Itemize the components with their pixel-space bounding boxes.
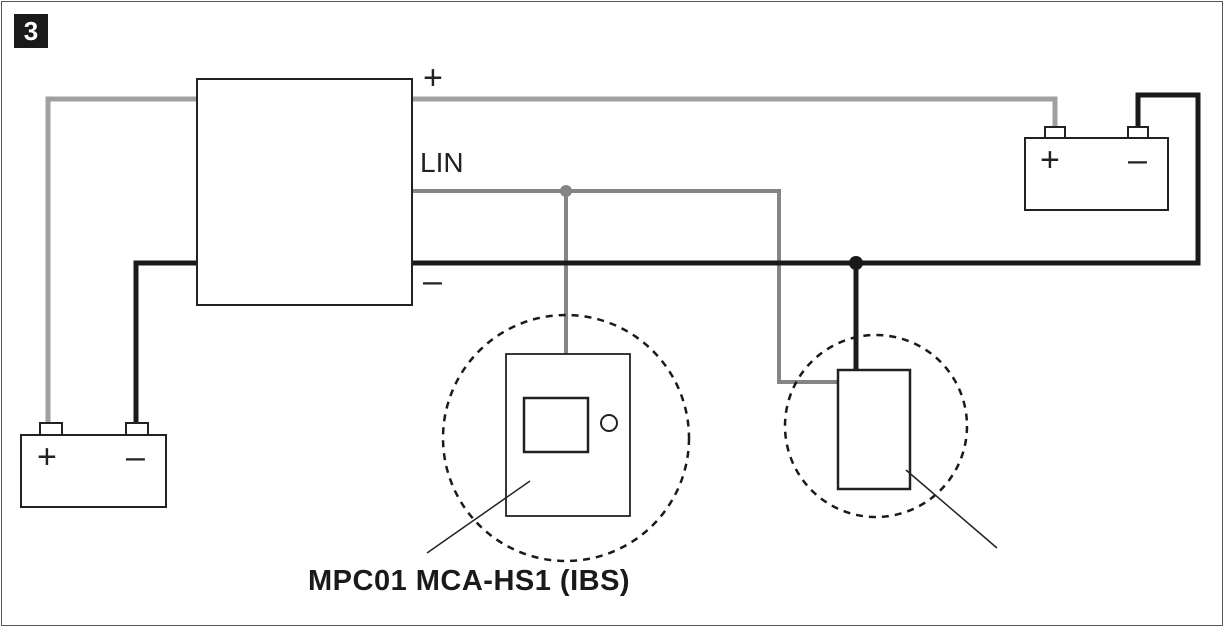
control-panel-display xyxy=(522,396,590,454)
battery-sensor xyxy=(783,333,998,549)
positive-wire-right xyxy=(412,96,1058,129)
battery-sensor-body xyxy=(836,368,912,491)
positive-wires xyxy=(45,96,1058,425)
negative-wire-main xyxy=(412,92,1201,266)
left-battery-minus-label: – xyxy=(126,438,145,476)
negative-wires xyxy=(133,92,1201,425)
right-battery-body xyxy=(1024,137,1169,211)
control-panel-highlight-circle xyxy=(441,313,691,563)
plus-terminal-label: + xyxy=(423,59,443,97)
battery-sensor-leader-line xyxy=(905,469,998,549)
figure-number-badge: 3 xyxy=(14,14,48,48)
lin-wires xyxy=(412,185,838,384)
minus-terminal-label: – xyxy=(423,262,442,300)
negative-wire-left xyxy=(133,260,197,425)
left-battery-body xyxy=(20,434,167,508)
control-panel-leader-line xyxy=(426,480,531,554)
control-panel xyxy=(426,313,691,563)
lin-junction-dot xyxy=(560,185,572,197)
lin-terminal-label: LIN xyxy=(420,147,464,178)
right-battery-minus-label: – xyxy=(1128,141,1147,179)
left-battery-plus-label: + xyxy=(37,438,57,476)
control-unit-box xyxy=(196,78,413,306)
lin-bus-wire xyxy=(412,189,838,384)
battery-sensor-highlight-circle xyxy=(783,333,969,519)
component-caption: MPC01 MCA-HS1 (IBS) xyxy=(308,565,630,597)
positive-wire-left xyxy=(45,96,197,425)
right-battery: + – xyxy=(1024,126,1169,211)
negative-junction-dot xyxy=(849,256,863,270)
control-panel-button-icon xyxy=(600,414,618,432)
left-battery: + – xyxy=(20,422,167,508)
right-battery-plus-label: + xyxy=(1040,141,1060,179)
